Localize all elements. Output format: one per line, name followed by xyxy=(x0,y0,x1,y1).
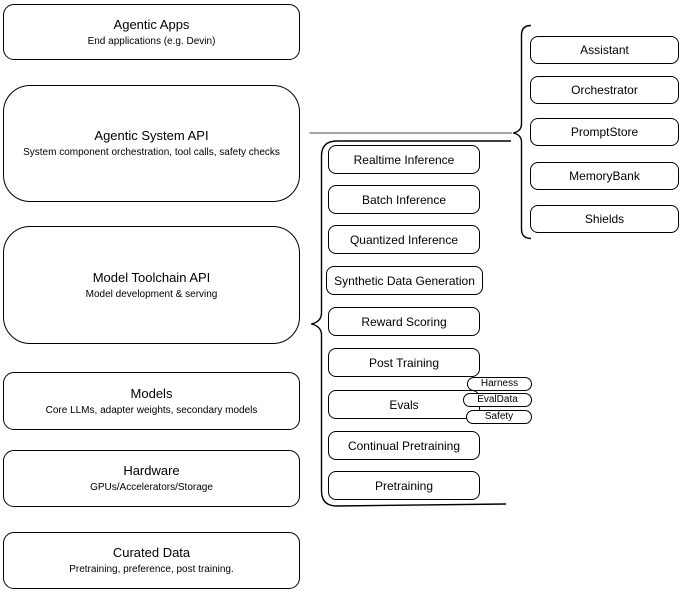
node-agentic-system-api: Agentic System API System component orch… xyxy=(3,85,300,202)
node-title: Curated Data xyxy=(112,545,191,560)
node-subtitle: Pretraining, preference, post training. xyxy=(69,564,234,575)
node-subtitle: Core LLMs, adapter weights, secondary mo… xyxy=(45,404,258,416)
chip-orchestrator: Orchestrator xyxy=(530,76,679,104)
node-subtitle: End applications (e.g. Devin) xyxy=(87,35,216,47)
node-title: Agentic Apps xyxy=(113,16,190,32)
tag-evaldata: EvalData xyxy=(463,393,532,407)
chip-quantized-inference: Quantized Inference xyxy=(328,225,480,254)
chip-continual-pretraining: Continual Pretraining xyxy=(328,431,480,460)
chip-memorybank: MemoryBank xyxy=(530,162,679,190)
node-title: Hardware xyxy=(123,463,180,478)
node-curated-data: Curated Data Pretraining, preference, po… xyxy=(3,532,300,589)
chip-evals: Evals xyxy=(328,390,480,419)
system-group-brace xyxy=(512,24,532,240)
chip-pretraining: Pretraining xyxy=(328,471,480,500)
tag-harness: Harness xyxy=(467,377,532,391)
node-title: Agentic System API xyxy=(94,128,209,143)
chip-assistant: Assistant xyxy=(530,36,679,64)
node-hardware: Hardware GPUs/Accelerators/Storage xyxy=(3,450,300,507)
tag-safety: Safety xyxy=(466,410,532,424)
node-subtitle: Model development & serving xyxy=(85,288,218,300)
chip-reward-scoring: Reward Scoring xyxy=(328,307,480,336)
node-model-toolchain-api: Model Toolchain API Model development & … xyxy=(3,226,300,344)
node-title: Models xyxy=(130,385,173,401)
node-agentic-apps: Agentic Apps End applications (e.g. Devi… xyxy=(3,4,300,60)
node-title: Model Toolchain API xyxy=(92,269,211,285)
chip-post-training: Post Training xyxy=(328,348,480,377)
chip-batch-inference: Batch Inference xyxy=(328,185,480,214)
chip-realtime-inference: Realtime Inference xyxy=(328,145,480,174)
chip-promptstore: PromptStore xyxy=(530,118,679,146)
node-models: Models Core LLMs, adapter weights, secon… xyxy=(3,372,300,430)
chip-synthetic-data-generation: Synthetic Data Generation xyxy=(326,266,483,295)
node-subtitle: GPUs/Accelerators/Storage xyxy=(90,482,213,493)
node-subtitle: System component orchestration, tool cal… xyxy=(23,147,280,158)
chip-shields: Shields xyxy=(530,205,679,233)
